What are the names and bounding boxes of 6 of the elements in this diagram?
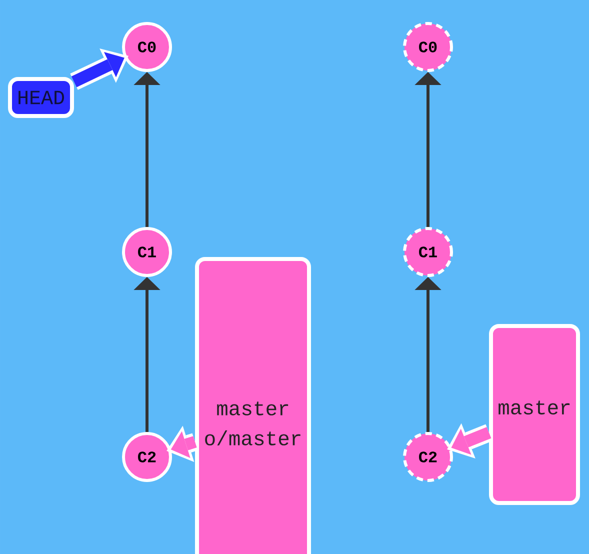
pointer-arrow: [447, 423, 492, 458]
branch-label: master: [489, 324, 580, 505]
branch-label: master o/master: [195, 257, 311, 554]
head-label: HEAD: [8, 77, 74, 118]
pointer-arrow: [166, 426, 198, 462]
pointer-arrow: [70, 48, 128, 90]
